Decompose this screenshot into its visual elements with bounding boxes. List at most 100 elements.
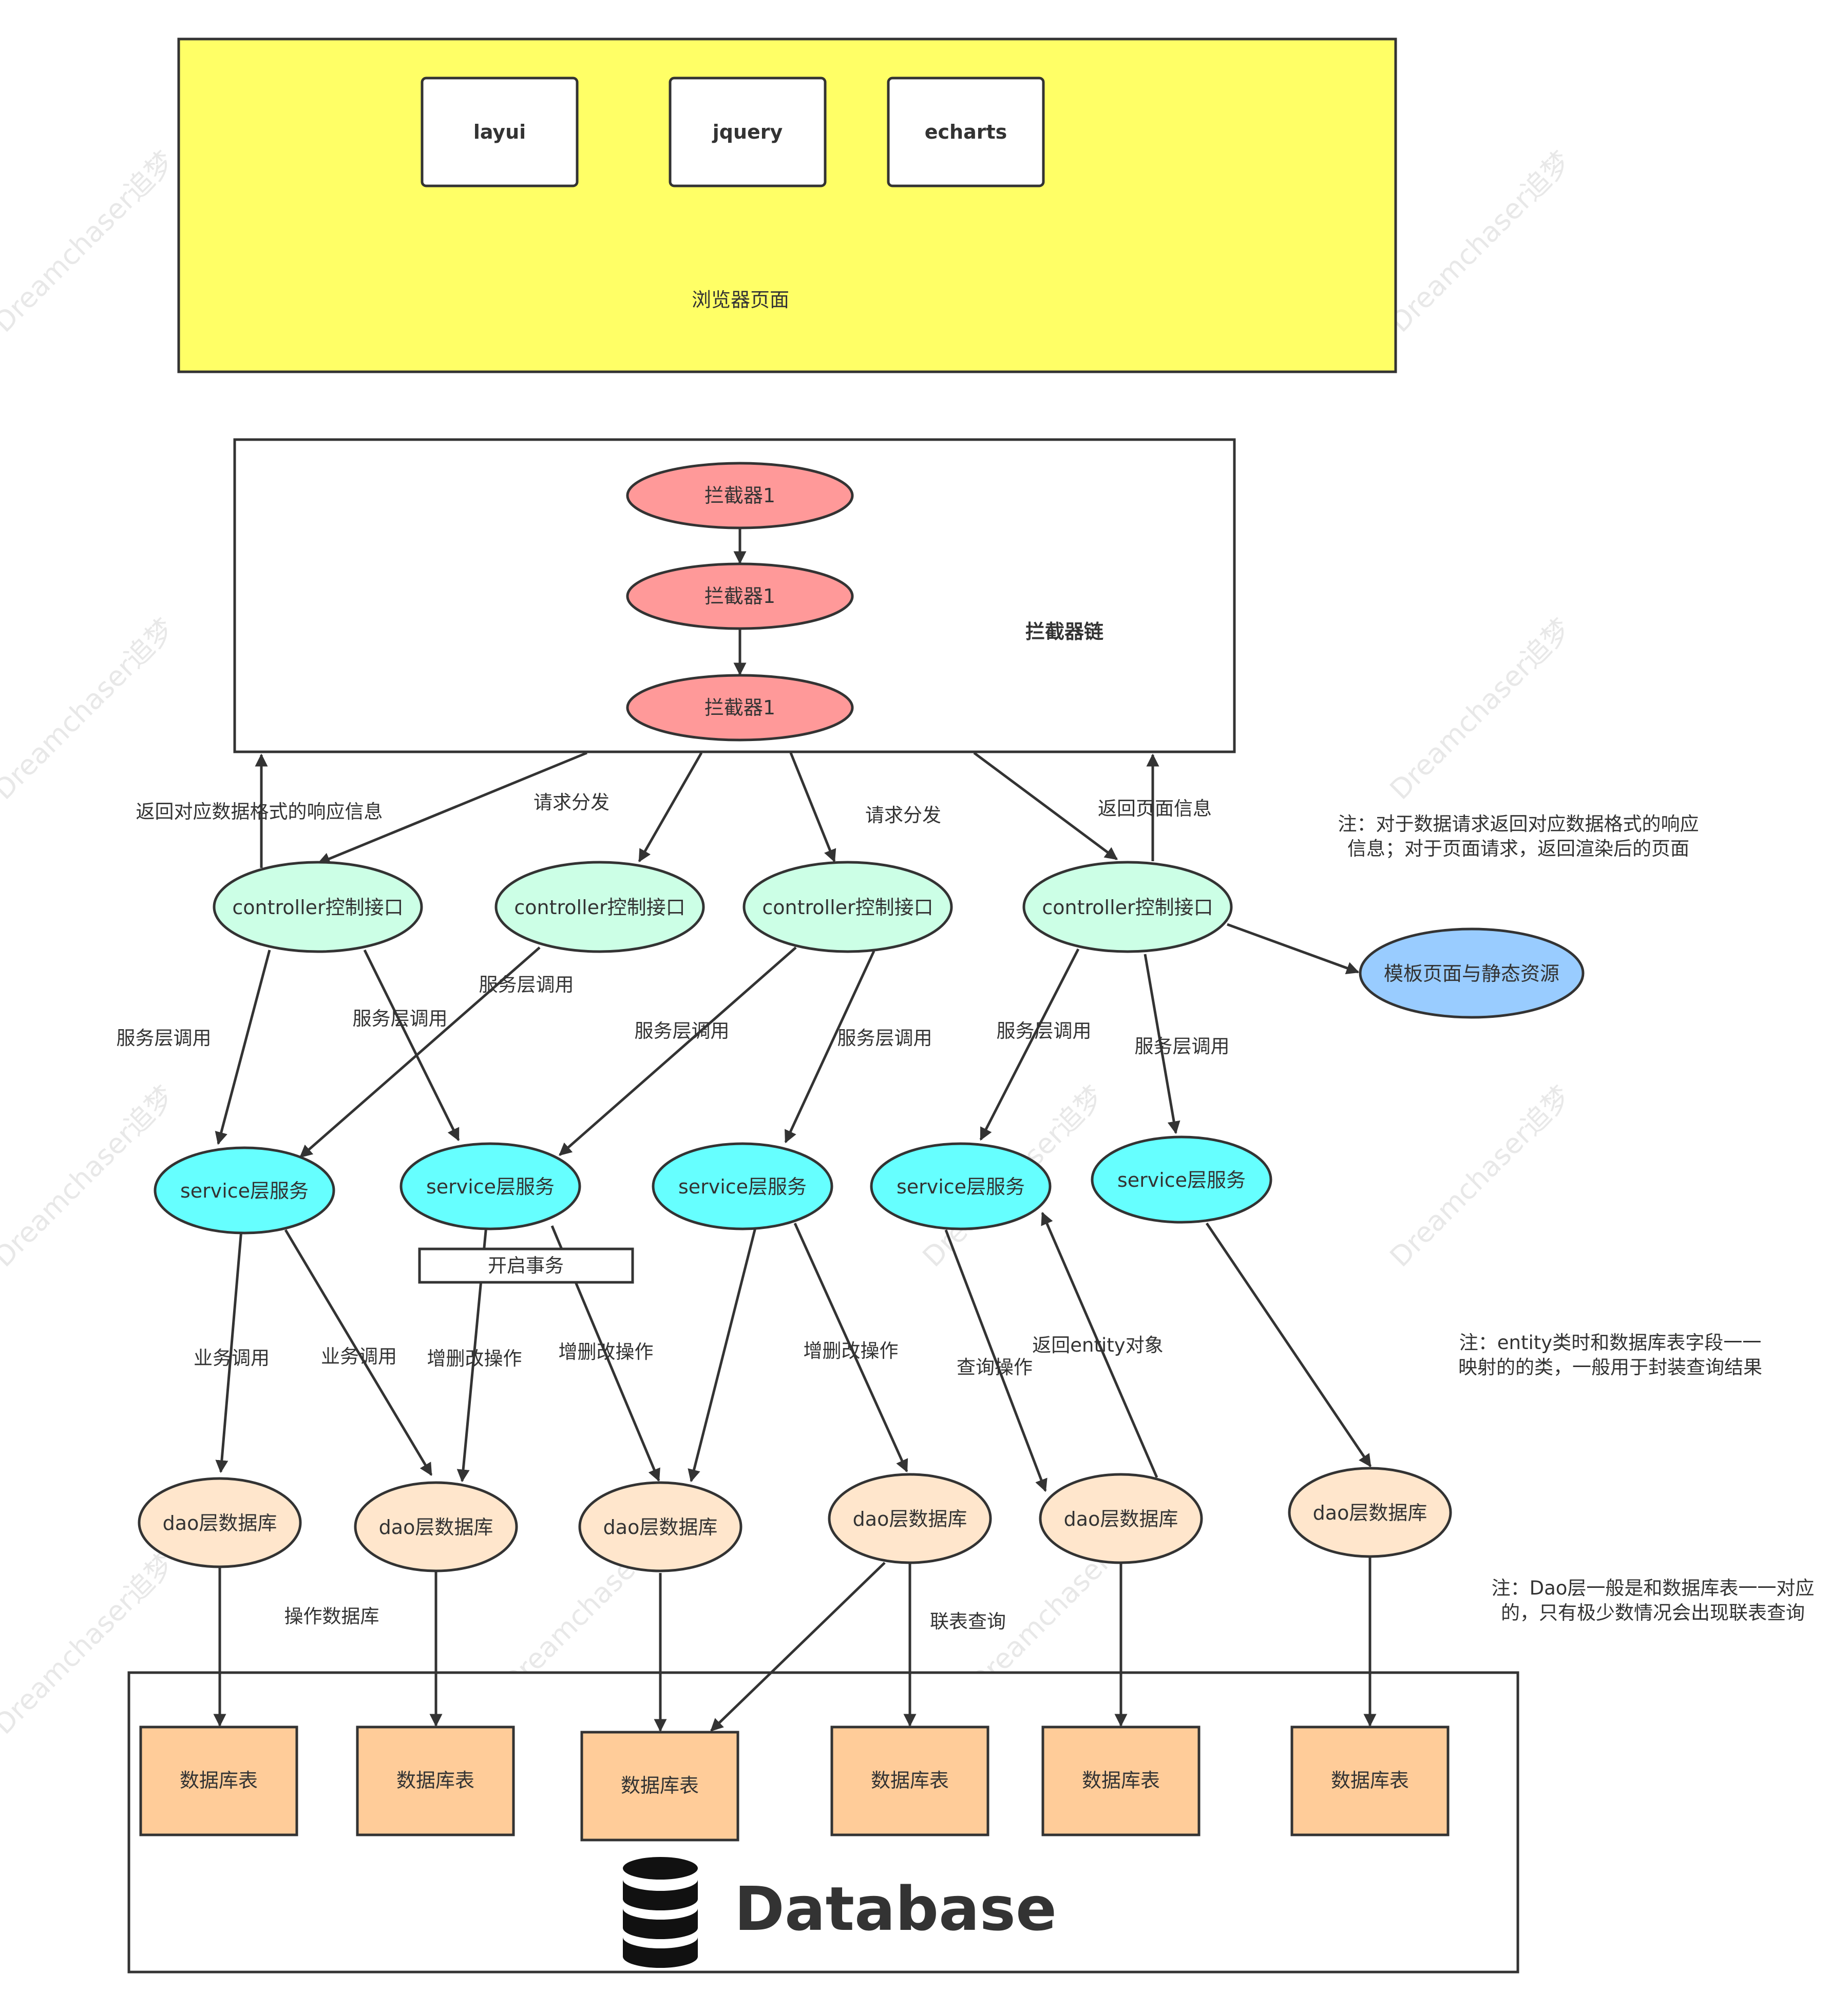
service-layer: service层服务 service层服务 service层服务 service… bbox=[154, 1135, 1272, 1284]
dao-label: dao层数据库 bbox=[1064, 1508, 1178, 1530]
edge-label: 服务层调用 bbox=[117, 1027, 212, 1049]
db-table-node bbox=[1290, 1725, 1450, 1836]
edge-label: 服务层调用 bbox=[635, 1020, 730, 1042]
interceptor-chain-title: 拦截器链 bbox=[1025, 620, 1103, 643]
controller-label: controller控制接口 bbox=[762, 896, 933, 919]
dao-label: dao层数据库 bbox=[379, 1516, 493, 1539]
watermark: Dreamchaser追梦 bbox=[0, 145, 181, 338]
edge-label: 服务层调用 bbox=[353, 1008, 448, 1030]
edge-label: 业务调用 bbox=[321, 1345, 397, 1368]
service-label: service层服务 bbox=[897, 1175, 1025, 1198]
dao-label: dao层数据库 bbox=[853, 1508, 967, 1530]
watermark: Dreamchaser追梦 bbox=[0, 1079, 181, 1273]
service-label: service层服务 bbox=[426, 1175, 555, 1198]
edge-label: 请求分发 bbox=[534, 791, 609, 813]
db-table-node bbox=[830, 1725, 989, 1836]
db-table-node bbox=[1041, 1725, 1201, 1836]
dao-layer: dao层数据库 dao层数据库 dao层数据库 dao层数据库 dao层数据库 … bbox=[138, 1467, 1452, 1572]
service-node bbox=[154, 1146, 335, 1235]
edge-label: 返回entity对象 bbox=[1032, 1334, 1163, 1356]
edge-label: 业务调用 bbox=[194, 1347, 270, 1369]
edge bbox=[710, 1562, 886, 1732]
edge-labels: 返回对应数据格式的响应信息 请求分发 请求分发 返回页面信息 服务层调用 服务层… bbox=[117, 791, 1230, 1633]
db-table-node bbox=[580, 1731, 739, 1842]
lib-box-jquery bbox=[669, 77, 827, 187]
edge bbox=[363, 949, 460, 1142]
template-label: 模板页面与静态资源 bbox=[1384, 962, 1559, 985]
watermark: Dreamchaser追梦 bbox=[0, 612, 181, 806]
watermark: Dreamchaser追梦 bbox=[1384, 1079, 1577, 1273]
db-table-label: 数据库表 bbox=[396, 1769, 474, 1792]
db-table-label: 数据库表 bbox=[180, 1769, 258, 1792]
edge bbox=[789, 752, 836, 863]
note-line: 注：entity类时和数据库表字段一一 bbox=[1459, 1332, 1761, 1354]
edge-label: 服务层调用 bbox=[479, 974, 574, 996]
edge-label: 增删改操作 bbox=[804, 1340, 899, 1362]
notes: 注：对于数据请求返回对应数据格式的响应 信息；对于页面请求，返回渲染后的页面 注… bbox=[1338, 813, 1815, 1624]
db-table-label: 数据库表 bbox=[621, 1774, 699, 1797]
edge-label: 操作数据库 bbox=[284, 1605, 379, 1627]
controller-label: controller控制接口 bbox=[1042, 896, 1213, 919]
edge-label: 返回页面信息 bbox=[1098, 798, 1212, 820]
note-line: 的，只有极少数情况会出现联表查询 bbox=[1501, 1602, 1805, 1624]
table-layer: 数据库表 数据库表 数据库表 数据库表 数据库表 数据库表 bbox=[139, 1725, 1450, 1842]
edge bbox=[215, 1229, 243, 1473]
lib-label: layui bbox=[473, 121, 526, 143]
edge bbox=[638, 752, 703, 863]
edges bbox=[213, 528, 1377, 1732]
controller-node bbox=[494, 861, 705, 953]
browser-page: layui jquery echarts 浏览器页面 bbox=[177, 37, 1397, 373]
db-table-node bbox=[356, 1725, 515, 1836]
edge bbox=[793, 1222, 908, 1473]
database-icon bbox=[623, 1857, 698, 1968]
edge bbox=[979, 948, 1080, 1141]
dao-label: dao层数据库 bbox=[163, 1512, 277, 1534]
transaction-box bbox=[418, 1247, 634, 1284]
edge-label: 返回对应数据格式的响应信息 bbox=[136, 801, 383, 823]
controller-node bbox=[1022, 861, 1233, 953]
db-table-label: 数据库表 bbox=[1082, 1769, 1160, 1792]
edge bbox=[215, 950, 271, 1145]
dao-node bbox=[578, 1481, 742, 1572]
service-node bbox=[1091, 1135, 1272, 1224]
db-table-node bbox=[139, 1725, 298, 1836]
note-line: 信息；对于页面请求，返回渲染后的页面 bbox=[1347, 838, 1689, 860]
interceptor-label: 拦截器1 bbox=[704, 696, 775, 719]
service-label: service层服务 bbox=[180, 1180, 309, 1202]
service-label: service层服务 bbox=[1117, 1169, 1246, 1191]
transaction-label: 开启事务 bbox=[488, 1255, 564, 1277]
note-line: 注：Dao层一般是和数据库表一一对应 bbox=[1492, 1577, 1815, 1599]
db-table-label: 数据库表 bbox=[871, 1769, 949, 1792]
edge-label: 增删改操作 bbox=[559, 1341, 654, 1363]
edge bbox=[944, 1229, 1047, 1492]
edge-label: 服务层调用 bbox=[997, 1020, 1092, 1042]
lib-box-echarts bbox=[887, 77, 1045, 187]
watermark: Dreamchaser追梦 bbox=[1384, 145, 1577, 338]
controller-node bbox=[213, 861, 423, 953]
edge-label: 服务层调用 bbox=[1135, 1035, 1230, 1057]
db-table-label: 数据库表 bbox=[1331, 1769, 1409, 1792]
edge bbox=[559, 946, 797, 1156]
service-node bbox=[870, 1142, 1052, 1230]
note-line: 映射的的类，一般用于封装查询结果 bbox=[1458, 1356, 1762, 1378]
dao-node bbox=[354, 1481, 518, 1572]
edge bbox=[1041, 1211, 1158, 1478]
dao-node bbox=[138, 1477, 302, 1568]
browser-title: 浏览器页面 bbox=[692, 289, 789, 311]
edge bbox=[1144, 954, 1180, 1134]
controller-node bbox=[742, 861, 953, 953]
interceptor-chain: 拦截器链 拦截器1 拦截器1 拦截器1 bbox=[233, 438, 1236, 753]
edge bbox=[688, 1227, 757, 1483]
watermark: Dreamchaser追梦 bbox=[1384, 612, 1577, 806]
edge-label: 查询操作 bbox=[957, 1356, 1033, 1378]
edge bbox=[317, 751, 587, 865]
edge-label: 服务层调用 bbox=[837, 1027, 932, 1049]
edge bbox=[284, 1229, 433, 1476]
dao-label: dao层数据库 bbox=[603, 1516, 718, 1539]
service-node bbox=[652, 1142, 833, 1230]
template-node bbox=[1359, 927, 1585, 1019]
controller-label: controller控制接口 bbox=[232, 896, 403, 919]
interceptor-label: 拦截器1 bbox=[704, 484, 775, 507]
database-title: Database bbox=[734, 1873, 1057, 1944]
